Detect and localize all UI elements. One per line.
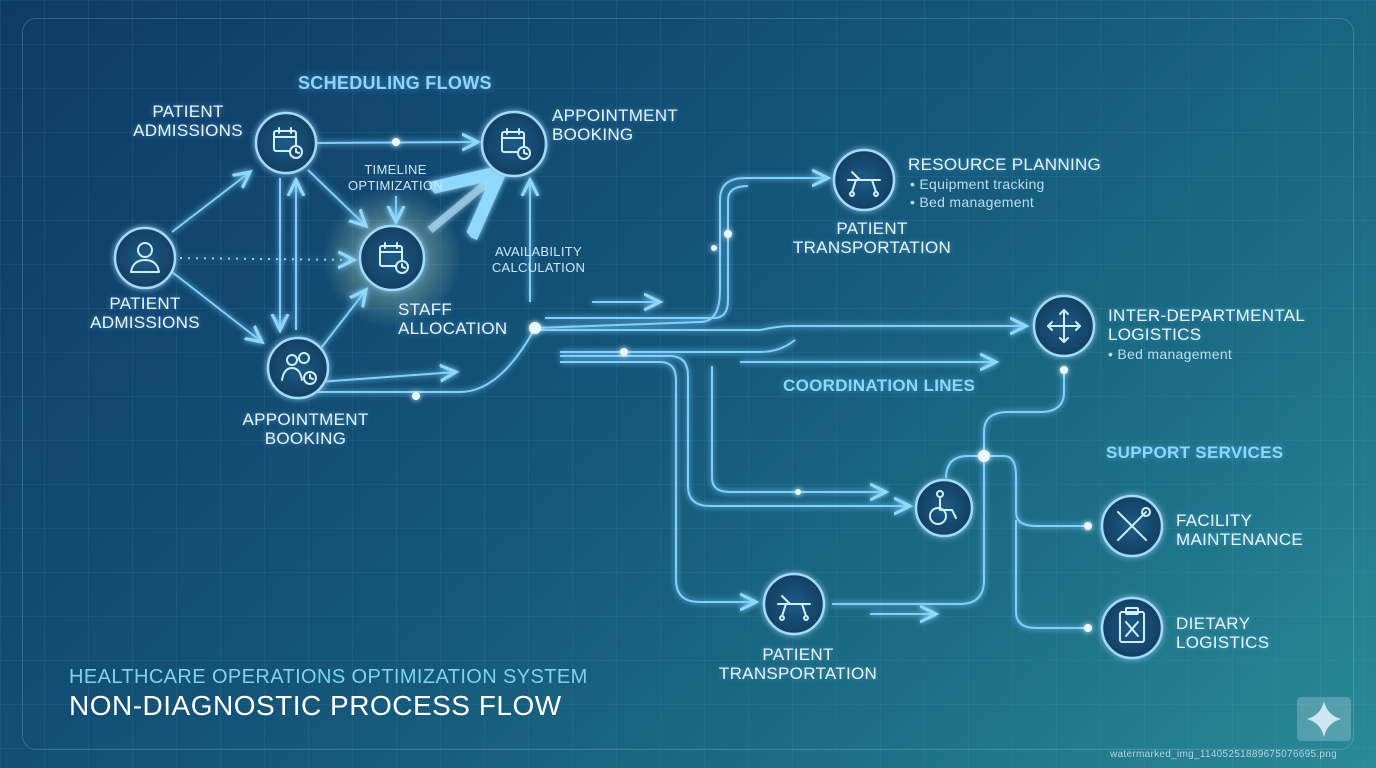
calendar-clock-icon	[273, 127, 303, 159]
label-facility-maintenance: FACILITY MAINTENANCE	[1176, 511, 1304, 549]
label-patient-transportation-top: PATIENT TRANSPORTATION	[792, 219, 952, 257]
bullet-equipment-tracking: • Equipment tracking	[910, 176, 1045, 192]
coordination-connectors	[316, 178, 1088, 629]
group-clock-icon	[281, 352, 317, 385]
footer-title: NON-DIAGNOSTIC PROCESS FLOW	[69, 690, 562, 721]
clipboard-utensils-icon	[1119, 607, 1145, 643]
calendar-clock-icon	[379, 242, 409, 274]
stretcher-icon	[777, 595, 811, 621]
section-title-scheduling: SCHEDULING FLOWS	[298, 73, 492, 93]
label-patient-transportation-bottom: PATIENT TRANSPORTATION	[718, 645, 878, 683]
label-availability-calculation: AVAILABILITY CALCULATION	[491, 244, 586, 275]
frame-border	[22, 18, 1354, 750]
tools-icon	[1117, 507, 1151, 541]
calendar-clock-icon	[501, 128, 531, 160]
person-icon	[130, 242, 160, 273]
footer-system-name: HEALTHCARE OPERATIONS OPTIMIZATION SYSTE…	[69, 666, 588, 688]
logo-badge	[1297, 697, 1351, 741]
move-arrows-icon	[1047, 309, 1081, 343]
bullet-bed-management-logistics: • Bed management	[1108, 346, 1233, 362]
label-patient-admissions-top: PATIENT ADMISSIONS	[133, 102, 243, 140]
label-resource-planning: RESOURCE PLANNING	[908, 155, 1102, 174]
wheelchair-icon	[929, 490, 957, 525]
label-dietary-logistics: DIETARY LOGISTICS	[1176, 614, 1270, 652]
nodes	[113, 110, 1164, 660]
label-appointment-booking-top: APPOINTMENT BOOKING	[552, 106, 679, 144]
bullet-bed-management-resource: • Bed management	[910, 194, 1035, 210]
flow-dots	[392, 138, 1092, 632]
star-logo-icon	[1307, 701, 1341, 737]
label-patient-admissions-left: PATIENT ADMISSIONS	[90, 294, 200, 332]
label-timeline-optimization: TIMELINE OPTIMIZATION	[347, 162, 444, 193]
stretcher-icon	[847, 171, 881, 197]
label-staff-allocation: STAFF ALLOCATION	[398, 300, 508, 338]
section-title-support-services: SUPPORT SERVICES	[1106, 443, 1284, 462]
label-coordination-lines: COORDINATION LINES	[783, 376, 976, 395]
label-inter-departmental-logistics: INTER-DEPARTMENTAL LOGISTICS	[1108, 306, 1306, 344]
scheduling-connectors	[171, 142, 530, 383]
watermark-filename: watermarked_img_11405251889675076695.png	[1110, 749, 1337, 760]
label-appointment-booking-bottom: APPOINTMENT BOOKING	[242, 410, 369, 448]
